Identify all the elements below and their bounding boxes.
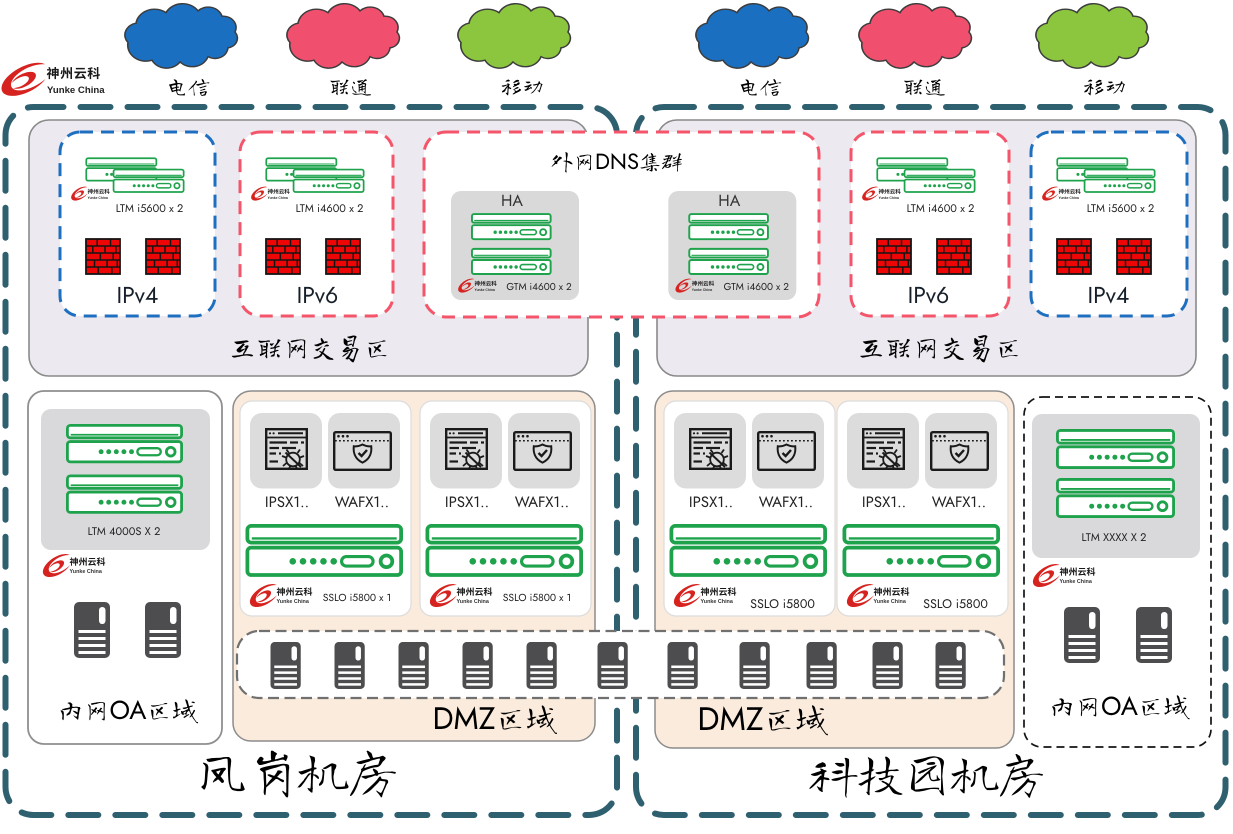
- svg-text:IPSX1..: IPSX1..: [265, 491, 309, 513]
- svg-text:Yunke China: Yunke China: [47, 85, 105, 96]
- svg-text:IPv4: IPv4: [1088, 278, 1130, 312]
- svg-text:移动: 移动: [1083, 75, 1127, 97]
- svg-text:LTM 4000S X 2: LTM 4000S X 2: [88, 524, 161, 540]
- svg-text:SSLO i5800: SSLO i5800: [750, 595, 815, 613]
- svg-text:互联网交易区: 互联网交易区: [858, 334, 1023, 363]
- svg-text:WAFX1..: WAFX1..: [932, 491, 986, 513]
- svg-text:DMZ区域: DMZ区域: [432, 702, 557, 735]
- svg-text:DMZ区域: DMZ区域: [697, 701, 829, 736]
- svg-text:LTM XXXX X 2: LTM XXXX X 2: [1082, 530, 1147, 546]
- svg-text:IPSX1..: IPSX1..: [862, 491, 906, 513]
- svg-text:科技园机房: 科技园机房: [809, 749, 1045, 799]
- svg-text:SSLO i5800 x 1: SSLO i5800 x 1: [323, 590, 391, 605]
- svg-text:互联网交易区: 互联网交易区: [229, 334, 391, 363]
- svg-text:IPSX1..: IPSX1..: [689, 491, 733, 513]
- svg-text:LTM i5600 x 2: LTM i5600 x 2: [116, 201, 184, 217]
- svg-text:LTM i5600 x 2: LTM i5600 x 2: [1087, 201, 1155, 217]
- svg-text:联通: 联通: [328, 75, 372, 97]
- svg-text:GTM i4600 x 2: GTM i4600 x 2: [724, 279, 790, 294]
- svg-text:IPv6: IPv6: [908, 278, 950, 312]
- svg-text:GTM i4600 x 2: GTM i4600 x 2: [506, 279, 572, 294]
- svg-text:SSLO i5800 x 1: SSLO i5800 x 1: [503, 590, 571, 605]
- svg-text:LTM i4600 x 2: LTM i4600 x 2: [907, 201, 975, 217]
- svg-text:LTM i4600 x 2: LTM i4600 x 2: [296, 201, 364, 217]
- svg-text:WAFX1..: WAFX1..: [335, 491, 389, 513]
- svg-text:HA: HA: [718, 190, 740, 213]
- svg-text:联通: 联通: [902, 75, 946, 97]
- svg-text:IPv4: IPv4: [117, 278, 159, 312]
- svg-text:SSLO i5800: SSLO i5800: [923, 595, 988, 613]
- svg-text:内网OA区域: 内网OA区域: [58, 697, 199, 724]
- svg-text:HA: HA: [501, 190, 523, 213]
- svg-text:凤岗机房: 凤岗机房: [198, 745, 398, 798]
- svg-text:内网OA区域: 内网OA区域: [1049, 693, 1190, 720]
- svg-text:外网DNS集群: 外网DNS集群: [551, 150, 683, 173]
- svg-text:WAFX1..: WAFX1..: [759, 491, 813, 513]
- svg-text:神州云科: 神州云科: [47, 63, 101, 82]
- svg-text:WAFX1..: WAFX1..: [515, 491, 569, 513]
- svg-text:电信: 电信: [738, 75, 782, 97]
- svg-text:IPSX1..: IPSX1..: [445, 491, 489, 513]
- svg-text:移动: 移动: [500, 75, 544, 97]
- svg-text:IPv6: IPv6: [297, 278, 339, 312]
- svg-text:电信: 电信: [166, 75, 210, 97]
